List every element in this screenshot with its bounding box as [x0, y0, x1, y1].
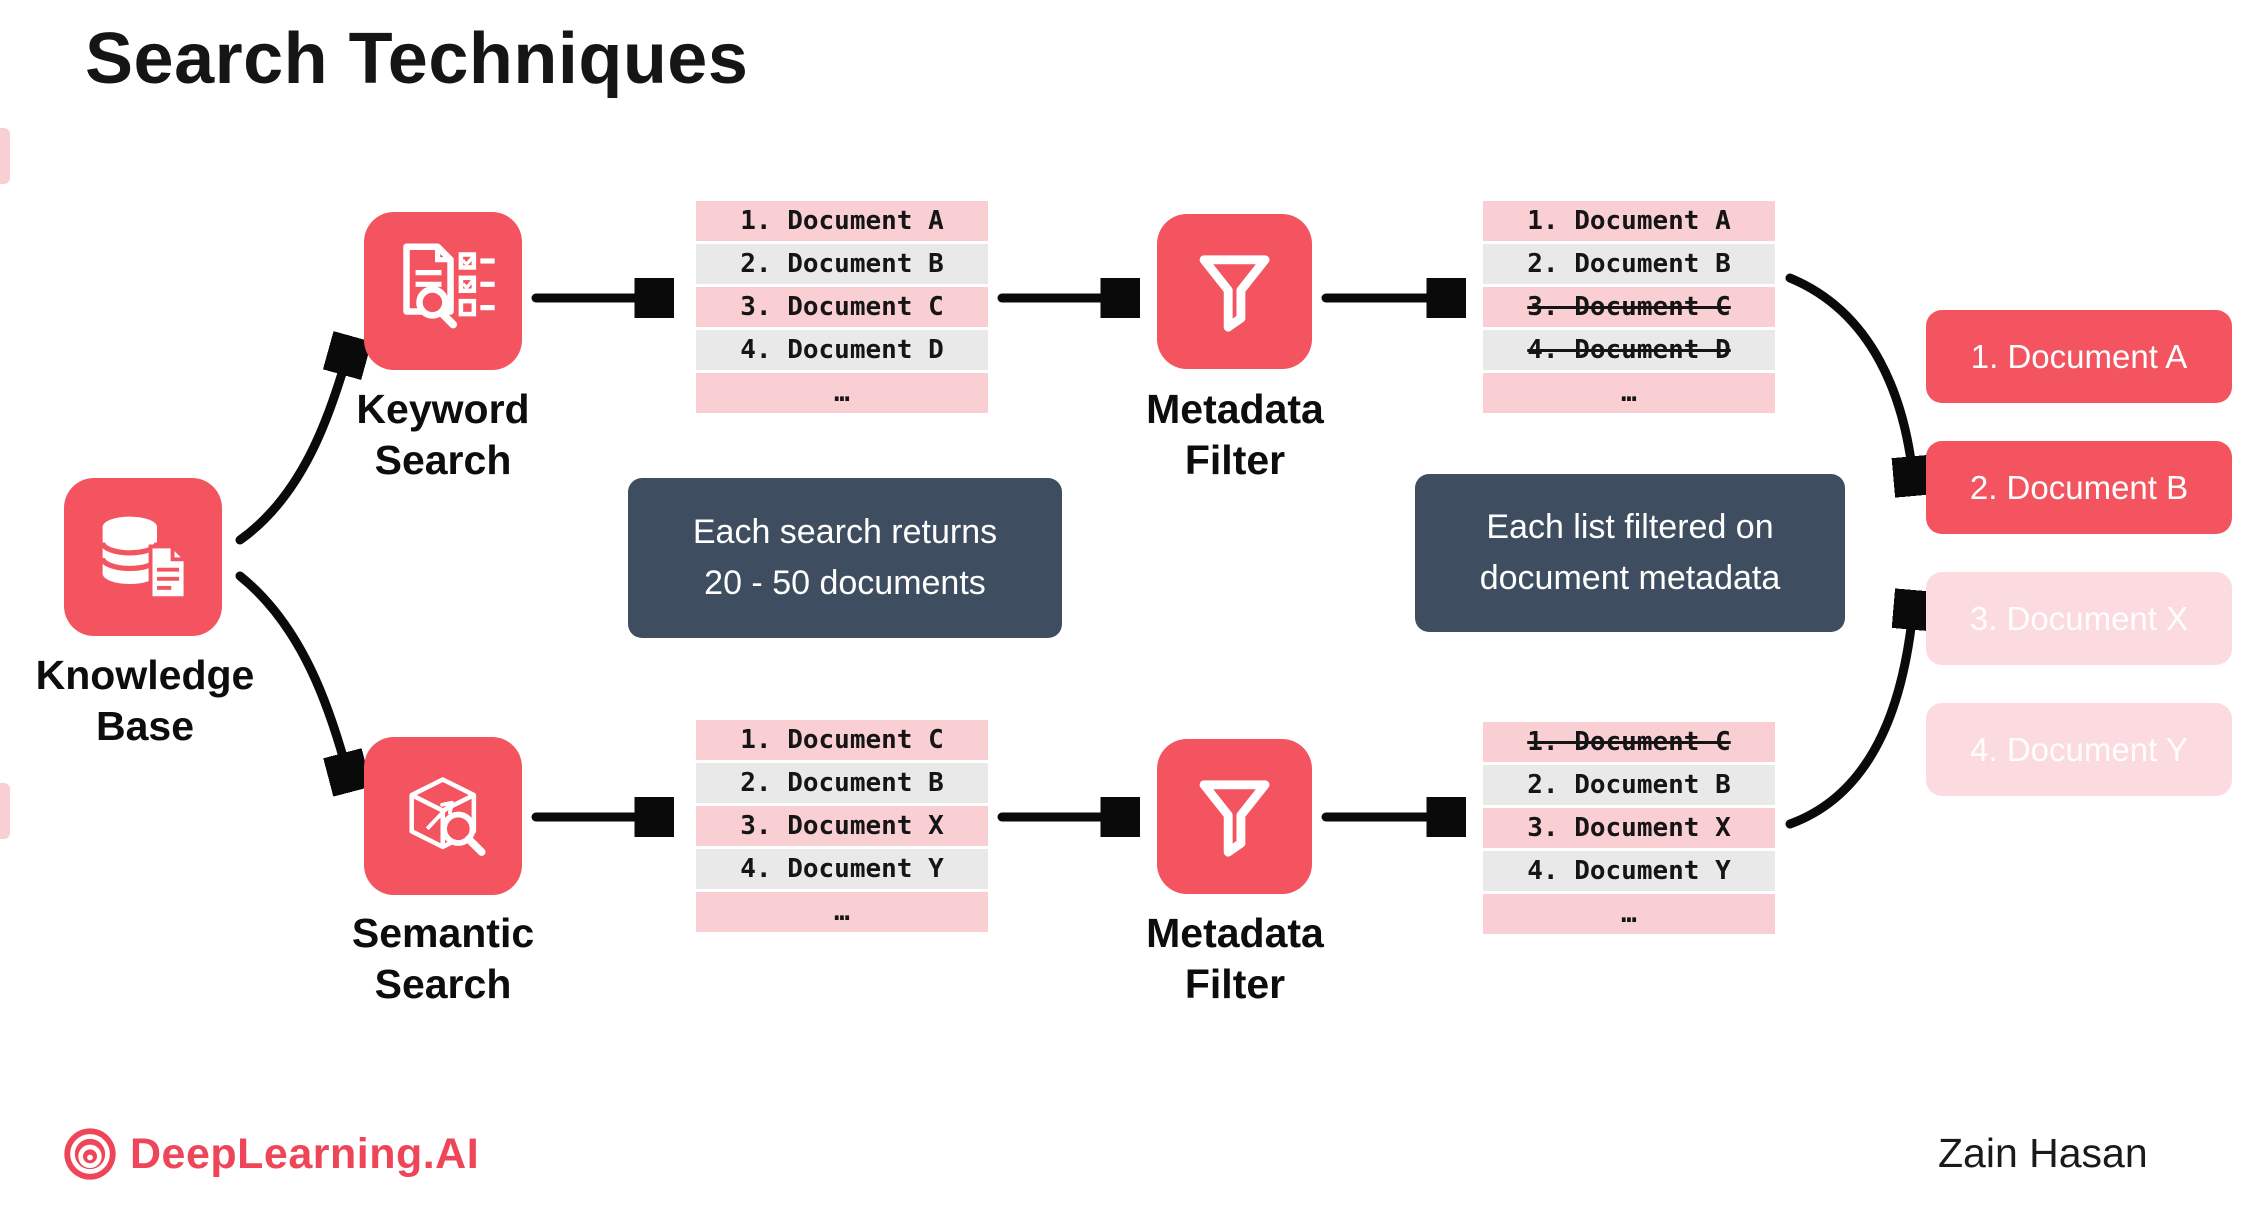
final-result-item: 2. Document B [1926, 441, 2232, 534]
doc-row: 3. Document X [696, 806, 988, 846]
semantic-results-list: 1. Document C 2. Document B 3. Document … [696, 720, 988, 932]
doc-row-ellipsis: … [1483, 894, 1775, 934]
doc-row: 1. Document C [1483, 722, 1775, 762]
semantic-search-icon [409, 777, 486, 857]
keyword-results-list: 1. Document A 2. Document B 3. Document … [696, 201, 988, 413]
keyword-search-label: Keyword Search [356, 386, 530, 484]
funnel-icon [1199, 255, 1270, 332]
doc-row: 3. Document C [1483, 287, 1775, 327]
final-result-item: 3. Document X [1926, 572, 2232, 665]
metadata-filter-label-top: Metadata Filter [1146, 386, 1324, 484]
callout-search-returns: Each search returns 20 - 50 documents [628, 478, 1062, 638]
brand-logo: DeepLearning.AI [62, 1126, 479, 1182]
doc-row: 2. Document B [696, 244, 988, 284]
spiral-circle-icon [64, 1128, 116, 1180]
callout-filtered-on: Each list filtered on document metadata [1415, 474, 1845, 632]
doc-row: 1. Document A [1483, 201, 1775, 241]
final-result-item: 1. Document A [1926, 310, 2232, 403]
semantic-search-label: Semantic Search [351, 910, 535, 1008]
metadata-filter-node-top [1157, 214, 1312, 369]
funnel-icon [1199, 780, 1270, 857]
brand-name: DeepLearning.AI [130, 1129, 480, 1178]
semantic-search-node [364, 737, 522, 895]
doc-row: 2. Document B [1483, 244, 1775, 284]
page-title: Search Techniques [85, 19, 749, 99]
doc-row: 4. Document Y [696, 849, 988, 889]
doc-row: 3. Document C [696, 287, 988, 327]
knowledge-base-label: Knowledge Base [35, 652, 255, 750]
edge-decoration-bottom [0, 783, 10, 839]
doc-row: 4. Document Y [1483, 851, 1775, 891]
knowledge-base-node [64, 478, 222, 636]
arrow-top-filtered-to-final [1785, 273, 1914, 486]
doc-row: 1. Document A [696, 201, 988, 241]
semantic-filtered-list: 1. Document C 2. Document B 3. Document … [1483, 722, 1775, 934]
arrow-bottom-filtered-to-final [1785, 600, 1914, 829]
doc-row-ellipsis: … [696, 373, 988, 413]
author-name: Zain Hasan [1938, 1130, 2148, 1176]
final-result-item: 4. Document Y [1926, 703, 2232, 796]
doc-row-ellipsis: … [1483, 373, 1775, 413]
edge-decoration-top [0, 128, 10, 184]
doc-row: 4. Document D [696, 330, 988, 370]
keyword-filtered-list: 1. Document A 2. Document B 3. Document … [1483, 201, 1775, 413]
doc-row: 2. Document B [696, 763, 988, 803]
doc-row: 2. Document B [1483, 765, 1775, 805]
keyword-search-icon [403, 243, 495, 329]
doc-row-ellipsis: … [696, 892, 988, 932]
database-icon [100, 516, 188, 601]
metadata-filter-node-bottom [1157, 739, 1312, 894]
doc-row: 4. Document D [1483, 330, 1775, 370]
keyword-search-node [364, 212, 522, 370]
doc-row: 1. Document C [696, 720, 988, 760]
doc-row: 3. Document X [1483, 808, 1775, 848]
metadata-filter-label-bottom: Metadata Filter [1146, 910, 1324, 1008]
